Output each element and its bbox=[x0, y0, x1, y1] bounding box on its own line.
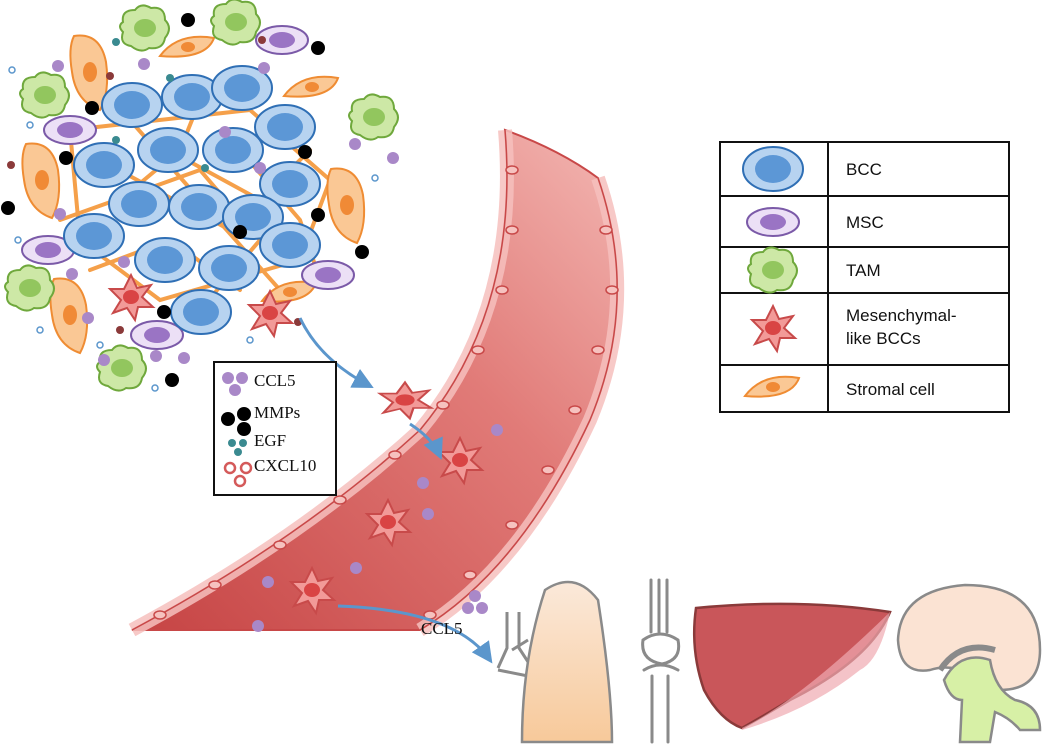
legend-label-mesenchymal-line1: Mesenchymal- bbox=[846, 306, 957, 325]
knee-joint-icon bbox=[641, 578, 681, 744]
homing-ccl5-dots bbox=[462, 590, 488, 614]
bcc-cell bbox=[259, 222, 321, 268]
bcc-cell bbox=[202, 127, 264, 173]
target-organs bbox=[496, 578, 1042, 744]
egf-factor-icon bbox=[228, 439, 247, 456]
bcc-cell bbox=[134, 237, 196, 283]
stromal-cell bbox=[21, 142, 61, 219]
legend-label-bcc: BCC bbox=[846, 160, 882, 179]
tam-cell bbox=[210, 0, 261, 46]
legend-label-stromal: Stromal cell bbox=[846, 380, 935, 399]
stromal-cell bbox=[283, 75, 339, 98]
legend-label-tam: TAM bbox=[846, 261, 881, 280]
legend-label-msc: MSC bbox=[846, 213, 884, 232]
bcc-cell bbox=[101, 82, 163, 128]
secreted-factors-box: CCL5 MMPs EGF CXCL10 bbox=[213, 361, 337, 496]
legend-msc-icon bbox=[746, 207, 800, 237]
intravasation-arrow bbox=[409, 422, 443, 460]
legend-bcc-icon bbox=[742, 146, 804, 192]
factor-label: MMPs bbox=[254, 403, 300, 422]
tam-cell bbox=[348, 93, 399, 141]
migrating-mesenchymal-bcc bbox=[378, 381, 433, 420]
stromal-cell bbox=[326, 167, 366, 244]
tam-cell bbox=[4, 264, 55, 312]
bcc-cell bbox=[254, 104, 316, 150]
cxcl10-factor-icon bbox=[223, 461, 253, 488]
cell-type-legend: BCC MSC TAM Mesenchymal- like BCCs Strom… bbox=[719, 141, 1010, 413]
tam-cell bbox=[119, 4, 170, 52]
bcc-cell bbox=[63, 213, 125, 259]
factor-label: CXCL10 bbox=[254, 456, 316, 475]
bone-icon bbox=[520, 580, 614, 744]
factor-label: EGF bbox=[254, 431, 286, 450]
secreted-factor-dots bbox=[1, 13, 399, 392]
stromal-cell bbox=[49, 277, 89, 354]
brain-icon bbox=[896, 583, 1042, 744]
legend-label-mesenchymal-line2: like BCCs bbox=[846, 329, 921, 348]
mesenchymal-like-bcc bbox=[109, 274, 154, 321]
msc-cell bbox=[301, 260, 355, 290]
ccl5-factor-icon bbox=[222, 372, 248, 396]
tumor-microenvironment bbox=[1, 0, 399, 392]
bcc-cell bbox=[198, 245, 260, 291]
stromal-cell bbox=[69, 34, 109, 111]
msc-cell bbox=[43, 115, 97, 145]
mmp-factor-icon bbox=[221, 407, 251, 436]
homing-ccl5-label: CCL5 bbox=[421, 619, 463, 638]
bcc-cell bbox=[168, 184, 230, 230]
legend-tam-icon bbox=[747, 246, 798, 294]
bcc-cell bbox=[170, 289, 232, 335]
factor-label: CCL5 bbox=[254, 371, 296, 390]
circulating-ccl5-dots bbox=[252, 424, 503, 632]
homing-arrow bbox=[337, 604, 493, 664]
bcc-cell bbox=[108, 181, 170, 227]
bcc-cell bbox=[73, 142, 135, 188]
bcc-cell bbox=[137, 127, 199, 173]
tam-cell bbox=[96, 344, 147, 392]
migration-arrow bbox=[298, 317, 374, 388]
msc-cell bbox=[130, 320, 184, 350]
tam-cell bbox=[19, 71, 70, 119]
stromal-cell bbox=[159, 35, 215, 58]
